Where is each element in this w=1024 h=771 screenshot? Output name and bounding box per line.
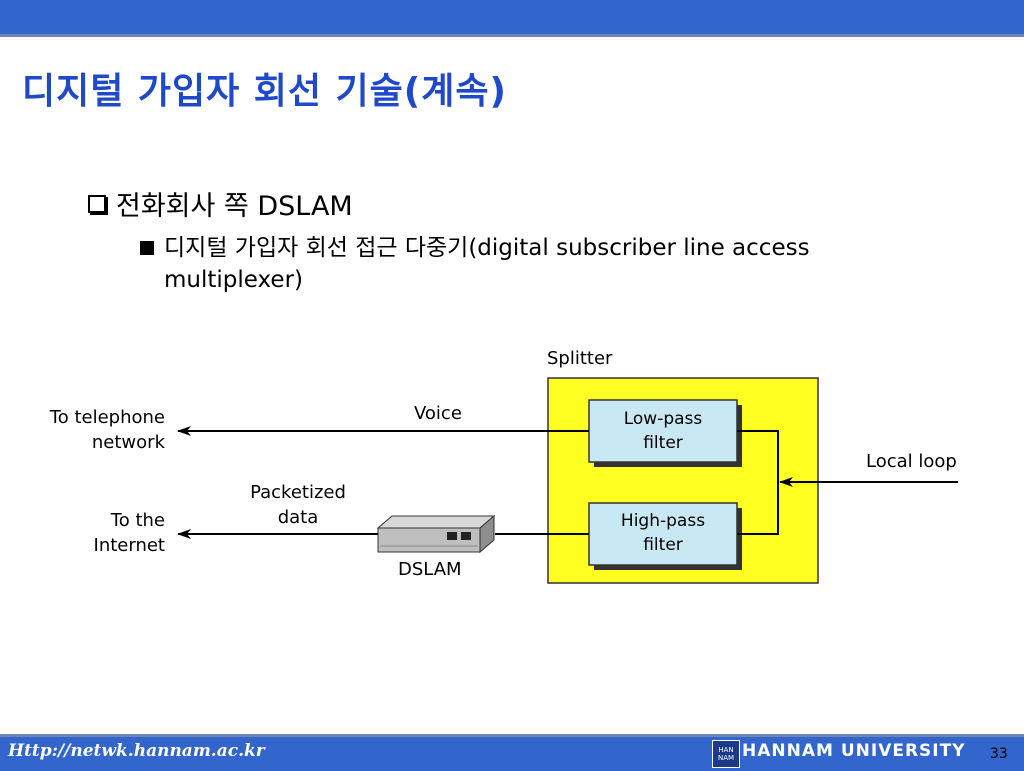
- page-number: 33: [990, 746, 1008, 762]
- splitter-label: Splitter: [547, 348, 613, 369]
- footer-bar: [0, 734, 1024, 771]
- low-pass-filter: [588, 399, 738, 463]
- bullet-level-2: 디지털 가입자 회선 접근 다중기(digital subscriber lin…: [140, 232, 880, 296]
- filter-connector: [737, 430, 779, 535]
- high-pass-filter-line2: filter: [643, 535, 683, 555]
- dslam-device-icon: [376, 514, 496, 554]
- packetized-line1: Packetized: [250, 482, 346, 503]
- logo-text-bottom: NAM: [717, 754, 735, 762]
- top-bar: [0, 0, 1024, 37]
- low-pass-filter-line1: Low-pass: [624, 409, 703, 429]
- low-pass-filter-line2: filter: [643, 433, 683, 453]
- square-bullet-icon: [140, 241, 154, 255]
- logo-text-top: HAN: [718, 746, 734, 754]
- to-telephone-line1: To telephone: [49, 407, 165, 428]
- local-loop-label: Local loop: [866, 451, 957, 472]
- dslam-label: DSLAM: [398, 559, 462, 580]
- dslam-diagram: Splitter Low-pass filter High-pass filte…: [49, 348, 958, 584]
- high-pass-filter-line1: High-pass: [621, 511, 705, 531]
- bullet-level-1-text: 전화회사 쪽 DSLAM: [116, 191, 353, 222]
- to-internet-line1: To the: [110, 510, 165, 531]
- footer-url: Http://netwk.hannam.ac.kr: [8, 741, 265, 761]
- bullet-level-2-text: 디지털 가입자 회선 접근 다중기(digital subscriber lin…: [164, 235, 810, 293]
- slide-title: 디지털 가입자 회선 기술(계속): [22, 71, 507, 112]
- university-name: HANNAM UNIVERSITY: [742, 741, 966, 761]
- packetized-line2: data: [278, 507, 319, 528]
- checkbox-bullet-icon: [88, 195, 106, 213]
- to-internet-line2: Internet: [94, 535, 165, 556]
- bullet-level-1: 전화회사 쪽 DSLAM: [88, 184, 353, 223]
- voice-label: Voice: [414, 403, 462, 424]
- to-telephone-line2: network: [92, 432, 166, 453]
